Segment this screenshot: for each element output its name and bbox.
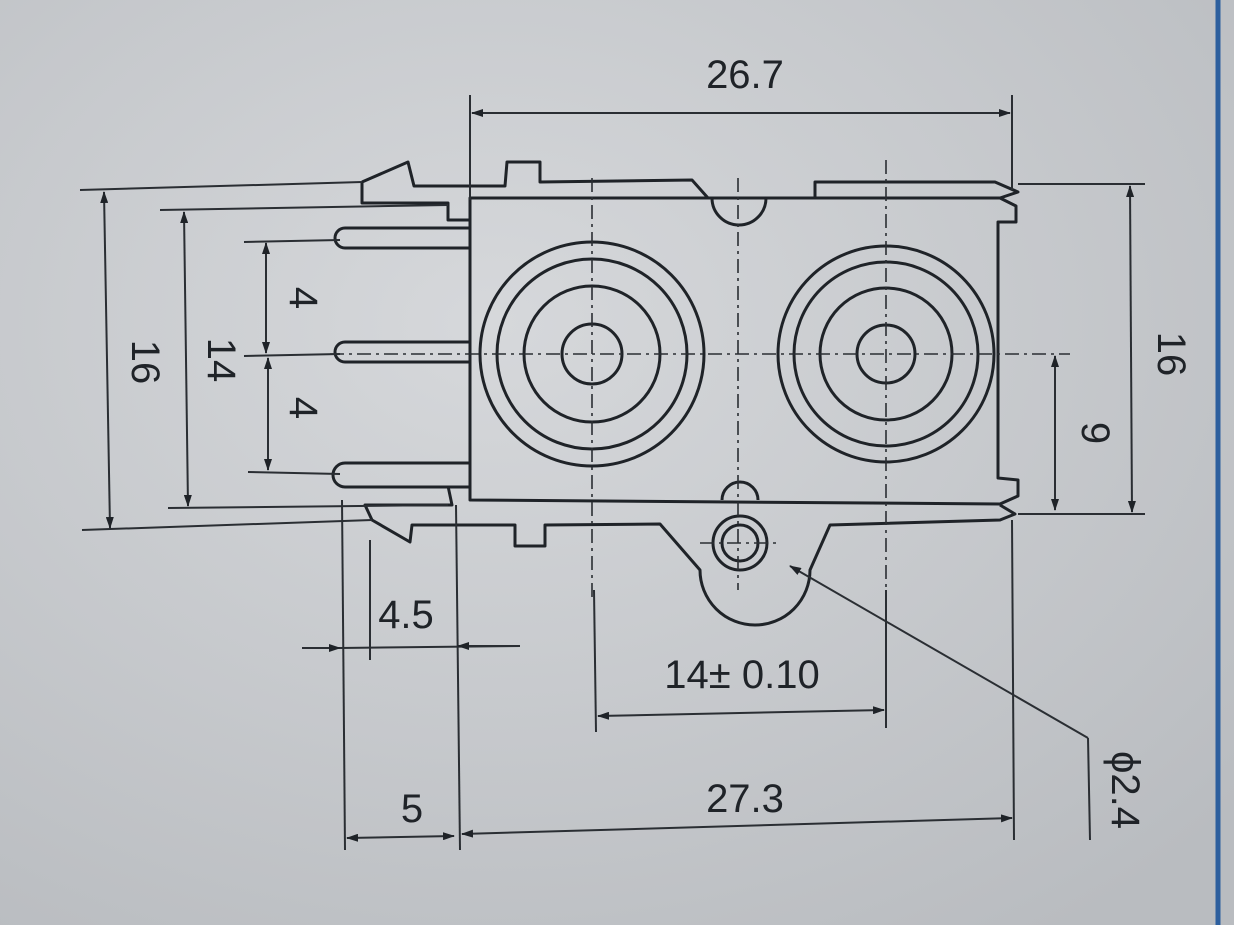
dim-height-inner: 14 [199, 338, 243, 383]
dim-width-top: 26.7 [706, 53, 784, 97]
dim-width-bottom: 27.3 [706, 777, 784, 821]
dim-center-height: 9 [1073, 422, 1117, 444]
extension-lines [79, 95, 1145, 851]
dim-pin-pitch-upper: 4 [281, 287, 325, 309]
dim-height-right: 16 [1149, 332, 1193, 377]
dim-pin-offset: 4.5 [378, 593, 434, 637]
dim-hole-diameter: ϕ2.4 [1103, 751, 1147, 829]
dim-height-left: 16 [123, 340, 167, 385]
connector-outline [331, 160, 1020, 627]
dim-pin-pitch-lower: 4 [281, 397, 325, 419]
dim-mount-offset: 5 [401, 787, 423, 831]
dim-jack-spacing: 14± 0.10 [664, 653, 819, 697]
dimension-lines [100, 109, 1136, 842]
dimension-labels: 26.7 16 14 4 4 16 9 4.5 14± 0.10 ϕ2.4 5 … [123, 53, 1193, 831]
center-lines [330, 160, 1070, 600]
